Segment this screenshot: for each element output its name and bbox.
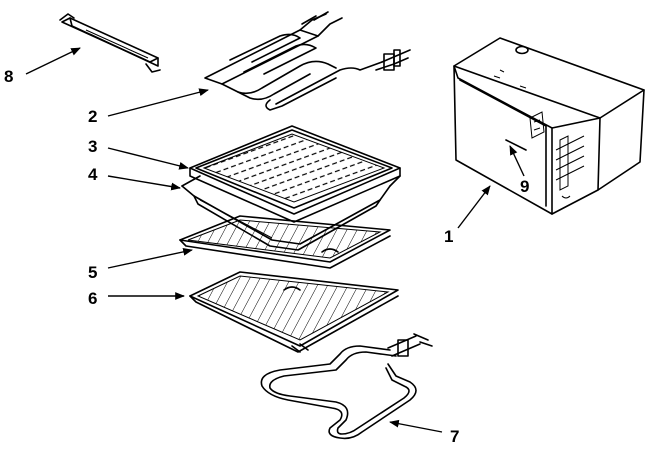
callout-1: 1 (444, 227, 453, 246)
callout-7: 7 (450, 427, 459, 446)
leader-lines (25, 47, 525, 433)
callout-4: 4 (88, 165, 98, 184)
part-1-oven-liner (453, 37, 645, 215)
part-6-oven-rack-lower (189, 271, 399, 353)
callout-8: 8 (4, 67, 13, 86)
callout-6: 6 (88, 289, 97, 308)
part-5-oven-rack-upper (179, 215, 391, 269)
part-3-broiler-pan-grid (189, 125, 401, 223)
part-8-mounting-bracket (59, 13, 161, 73)
callout-9: 9 (520, 177, 529, 196)
part-2-broil-element (204, 11, 411, 111)
callout-3: 3 (88, 137, 97, 156)
callout-5: 5 (88, 263, 97, 282)
part-7-bake-element (260, 333, 433, 440)
callout-2: 2 (88, 107, 97, 126)
